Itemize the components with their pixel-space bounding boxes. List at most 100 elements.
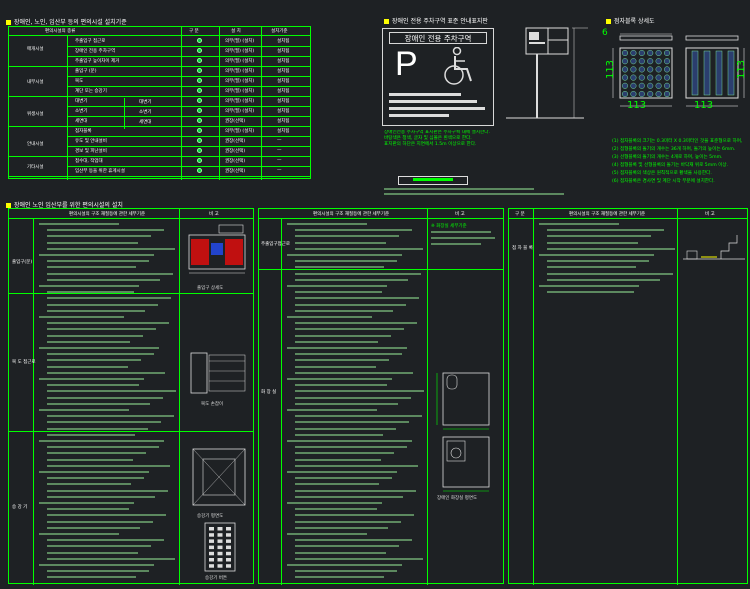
table-header-category: 구 분 bbox=[189, 29, 199, 34]
braille-dot bbox=[630, 90, 637, 97]
group-label: 기타시설 bbox=[27, 165, 44, 170]
row-standard: 설치됨 bbox=[277, 119, 290, 124]
text-line bbox=[47, 334, 143, 337]
note-line: (2) 점형블록의 돌기의 개수는 36개 하며, 돌기의 높이는 6mm. bbox=[612, 147, 736, 152]
note-line: 표지판의 하단은 지면에서 1.5m 이상으로 한다. bbox=[384, 142, 477, 147]
elevator-button bbox=[209, 558, 214, 562]
legend-line bbox=[384, 193, 564, 195]
text-line bbox=[295, 229, 412, 232]
section-title-4: 장애인 노인 임산부를 위한 편의시설의 설치 bbox=[6, 200, 123, 209]
table-divider bbox=[124, 98, 125, 129]
dimension-label: 113 bbox=[694, 100, 714, 111]
parking-notes: 장애인전용 주차구역 표지판은 주차구획 내에 설치한다. 바탕색은 청색, 글… bbox=[384, 130, 599, 162]
braille-dot bbox=[664, 74, 671, 81]
text-line bbox=[295, 483, 379, 486]
section-marker-icon bbox=[6, 20, 11, 25]
table-divider bbox=[67, 86, 310, 87]
text-line bbox=[47, 272, 173, 275]
parking-sign-title: 장애인 전용 주차구역 bbox=[389, 32, 487, 44]
table-divider bbox=[179, 209, 180, 585]
sub-label: 소변기 bbox=[139, 110, 152, 115]
braille-dot bbox=[622, 90, 629, 97]
table-divider bbox=[67, 146, 310, 147]
row-install: 의무(필) (설치) bbox=[225, 129, 255, 134]
braille-dot bbox=[655, 74, 662, 81]
braille-dot bbox=[630, 74, 637, 81]
text-line bbox=[295, 297, 419, 300]
braille-dot bbox=[664, 90, 671, 97]
text-line bbox=[295, 266, 384, 269]
section-marker-icon bbox=[606, 19, 611, 24]
braille-dot bbox=[647, 50, 654, 57]
table-divider bbox=[9, 126, 310, 127]
detail-table-2: 편의시설의 구조 재질등에 관한 세부기준 비 고 주출입구접근로 화 장 실 … bbox=[258, 208, 504, 585]
text-line bbox=[295, 365, 376, 368]
text-line bbox=[47, 539, 164, 542]
legend-line bbox=[384, 188, 534, 190]
status-dot-icon bbox=[197, 118, 202, 123]
braille-dot bbox=[622, 74, 629, 81]
table-divider bbox=[9, 218, 253, 219]
elevator-button bbox=[209, 533, 214, 537]
braille-dot bbox=[638, 82, 645, 89]
table-divider bbox=[219, 27, 220, 180]
braille-dot bbox=[655, 90, 662, 97]
braille-dot bbox=[664, 66, 671, 73]
text-line bbox=[547, 241, 638, 244]
row-item: 대변기 bbox=[75, 99, 88, 104]
table-header-type: 편의시설의 종류 bbox=[45, 29, 76, 34]
braille-dot bbox=[638, 74, 645, 81]
text-line bbox=[47, 266, 136, 269]
section-title-3: 점자블록 상세도 bbox=[606, 16, 655, 25]
caption: 출입구 상세도 bbox=[197, 286, 224, 291]
braille-dot bbox=[630, 50, 637, 57]
braille-dot bbox=[622, 58, 629, 65]
braille-dot bbox=[630, 82, 637, 89]
text-line bbox=[39, 254, 154, 256]
legend-bar bbox=[398, 176, 468, 185]
braille-dot bbox=[638, 58, 645, 65]
detail-table-1: 편의시설의 구조 재질등에 관한 세부기준 비 고 출입구(문) 복 도 접근로… bbox=[8, 208, 254, 585]
note-line bbox=[431, 231, 491, 233]
sign-text-line bbox=[389, 100, 477, 103]
text-line bbox=[295, 247, 423, 250]
text-line bbox=[39, 316, 124, 318]
text-line bbox=[547, 278, 660, 281]
status-dot-icon bbox=[197, 68, 202, 73]
row-install: 권장(선택) bbox=[225, 159, 246, 164]
table-divider bbox=[181, 27, 182, 180]
row-item: 임산부 등을 위한 휴게시설 bbox=[75, 169, 125, 174]
text-line bbox=[295, 477, 392, 480]
section-marker-icon bbox=[384, 19, 389, 24]
text-line bbox=[295, 260, 397, 263]
text-line bbox=[39, 564, 154, 566]
parking-letter: P bbox=[395, 45, 418, 83]
note-line: (5) 점자블록의 색상은 원칙적으로 황색을 사용한다. bbox=[612, 171, 712, 176]
braille-dot bbox=[647, 74, 654, 81]
sign-text-line bbox=[389, 114, 449, 117]
table-header: 편의시설의 구조 재질등에 관한 세부기준 bbox=[569, 212, 646, 217]
status-dot-icon bbox=[197, 88, 202, 93]
status-dot-icon bbox=[197, 108, 202, 113]
text-line bbox=[287, 285, 387, 287]
text-line bbox=[295, 464, 418, 467]
text-line bbox=[47, 353, 154, 356]
text-line bbox=[47, 241, 138, 244]
text-line bbox=[287, 564, 402, 566]
legend-bar-fill bbox=[413, 178, 453, 181]
note-line: 장애인전용 주차구역 표지판은 주차구획 내에 설치한다. bbox=[384, 130, 490, 135]
text-line bbox=[295, 371, 413, 374]
text-line bbox=[47, 402, 150, 405]
elevator-button bbox=[217, 527, 223, 531]
text-line bbox=[47, 508, 129, 511]
braille-dot bbox=[647, 58, 654, 65]
text-line bbox=[295, 520, 401, 523]
text-line bbox=[295, 353, 402, 356]
parking-sign: 장애인 전용 주차구역 P bbox=[382, 28, 494, 126]
table-divider bbox=[9, 176, 310, 177]
text-line bbox=[47, 309, 145, 312]
text-line bbox=[47, 322, 169, 325]
braille-dot bbox=[630, 58, 637, 65]
row-item: 점자블록 bbox=[75, 129, 92, 134]
corridor-detail-drawing bbox=[190, 352, 246, 394]
